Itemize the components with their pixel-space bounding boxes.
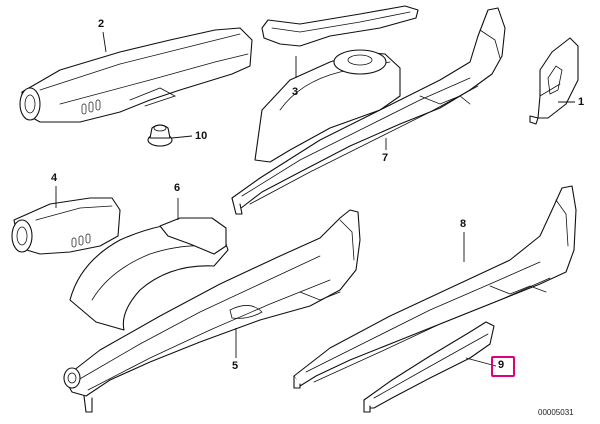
drawing-number: 00005031 xyxy=(538,408,574,417)
highlight-frame-part-9 xyxy=(491,356,515,377)
part-label-4[interactable]: 4 xyxy=(51,172,58,184)
part-label-3[interactable]: 3 xyxy=(292,86,299,98)
part-label-6[interactable]: 6 xyxy=(174,182,181,194)
part-label-10[interactable]: 10 xyxy=(195,130,208,142)
part-label-9[interactable]: 9 xyxy=(498,359,505,371)
part-1-drawing[interactable] xyxy=(529,37,579,125)
part-label-1[interactable]: 1 xyxy=(578,96,585,108)
part-9-drawing[interactable] xyxy=(363,321,495,413)
part-5-drawing[interactable] xyxy=(63,209,361,413)
part-6-drawing[interactable] xyxy=(69,217,229,331)
part-10-drawing[interactable] xyxy=(147,124,173,147)
part-label-5[interactable]: 5 xyxy=(232,360,239,372)
part-label-2[interactable]: 2 xyxy=(98,18,105,30)
part-label-8[interactable]: 8 xyxy=(460,218,467,230)
part-label-7[interactable]: 7 xyxy=(382,152,389,164)
part-3-drawing[interactable] xyxy=(261,5,419,47)
part-8-drawing[interactable] xyxy=(293,185,577,389)
leader-lines xyxy=(55,31,575,367)
part-4-drawing[interactable] xyxy=(11,197,121,255)
part-2-drawing[interactable] xyxy=(19,27,253,123)
part-7-drawing[interactable] xyxy=(231,7,506,215)
